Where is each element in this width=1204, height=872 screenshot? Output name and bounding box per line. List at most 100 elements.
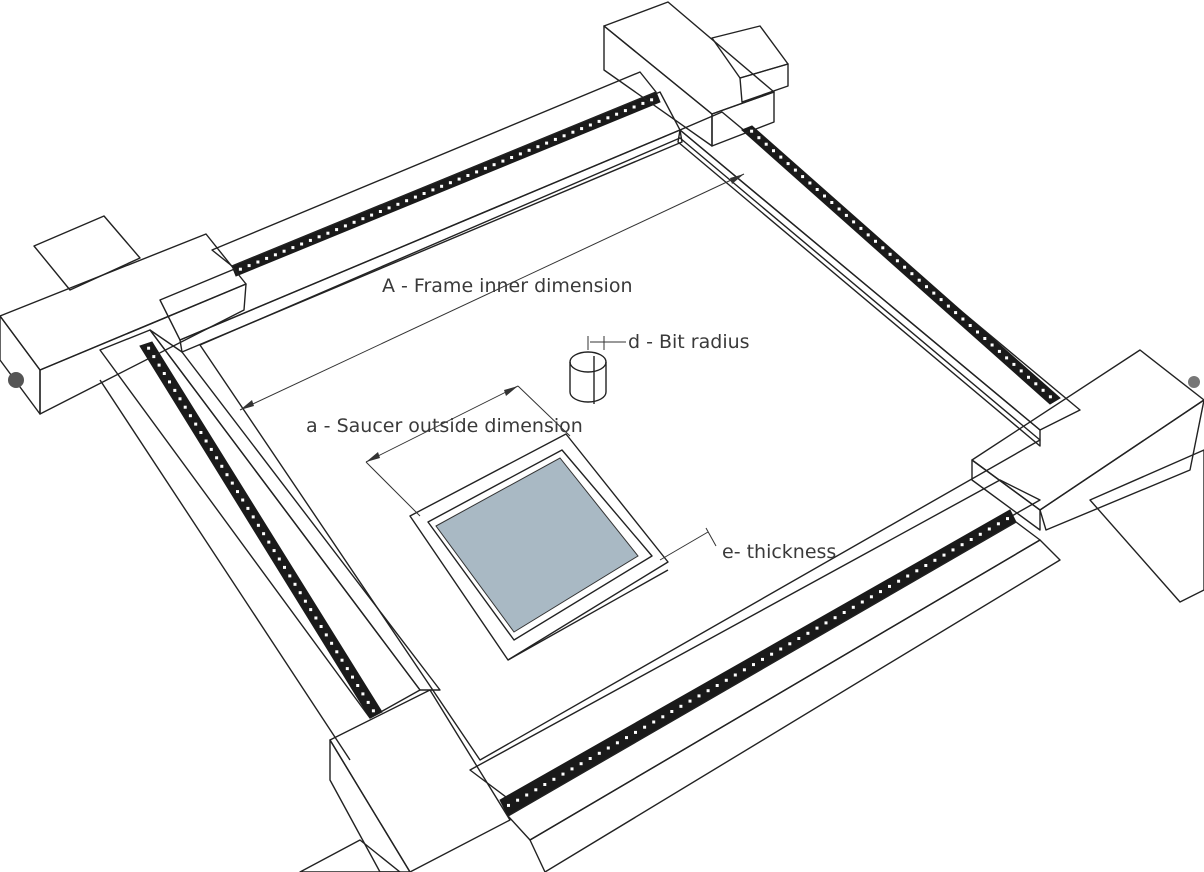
scale-tick	[319, 625, 323, 628]
right-scale-ticks	[750, 129, 1052, 399]
scale-tick	[405, 199, 409, 203]
scale-tick	[888, 252, 892, 256]
right-rail	[677, 111, 1081, 447]
scale-tick	[860, 600, 864, 604]
scale-tick	[641, 101, 645, 105]
scale-tick	[670, 710, 674, 713]
scale-tick	[579, 762, 583, 766]
scale-tick	[525, 793, 529, 797]
scale-tick	[457, 177, 461, 181]
label-saucer-outside: a - Saucer outside dimension	[306, 415, 583, 437]
scale-tick	[387, 206, 391, 210]
scale-tick	[293, 582, 297, 586]
scale-tick	[632, 105, 636, 109]
scale-tick	[801, 175, 805, 179]
label-bit-radius: d - Bit radius	[628, 331, 750, 353]
scale-tick	[291, 246, 295, 250]
saucer	[409, 433, 669, 661]
scale-tick	[1034, 382, 1038, 386]
label-frame-inner: A - Frame inner dimension	[382, 275, 633, 297]
scale-tick	[326, 231, 330, 235]
top-scale-ticks	[238, 98, 654, 271]
scale-tick	[951, 548, 955, 552]
scale-tick	[837, 207, 841, 211]
scale-tick	[650, 98, 654, 102]
scale-tick	[265, 256, 269, 260]
scale-tick	[874, 239, 877, 243]
saucer-inner-surface	[435, 457, 639, 633]
scale-tick	[932, 291, 936, 295]
scale-tick	[706, 689, 710, 693]
scale-tick	[976, 330, 979, 334]
scale-tick	[543, 783, 547, 786]
scale-tick	[309, 608, 313, 612]
scale-tick	[308, 238, 312, 242]
scale-tick	[742, 668, 746, 672]
scale-tick	[652, 720, 656, 724]
scale-tick	[997, 349, 1001, 353]
scale-tick	[623, 109, 627, 113]
scale-tick	[238, 267, 242, 271]
dimension-frame-inner	[239, 173, 745, 411]
scale-tick	[431, 188, 435, 192]
scale-tick	[808, 181, 812, 185]
scale-tick	[833, 616, 837, 620]
scale-tick	[352, 220, 356, 224]
scale-tick	[933, 558, 937, 562]
scale-tick	[225, 473, 229, 477]
dimension-bit-radius	[587, 336, 626, 350]
scale-tick	[688, 699, 692, 703]
scale-tick	[288, 574, 292, 578]
scale-tick	[552, 777, 556, 781]
scale-tick	[507, 803, 510, 807]
scale-tick	[815, 188, 819, 191]
scale-tick	[960, 543, 964, 547]
scale-tick	[939, 298, 943, 302]
scale-tick	[881, 246, 885, 250]
scale-tick	[536, 145, 540, 149]
scale-tick	[852, 220, 856, 224]
scale-tick	[345, 667, 349, 671]
scale-tick	[615, 741, 619, 745]
scale-tick	[806, 631, 810, 635]
scale-tick	[396, 202, 400, 206]
scale-tick	[897, 579, 901, 583]
scale-tick	[440, 184, 444, 188]
scale-tick	[842, 611, 846, 614]
scale-tick	[634, 730, 637, 734]
scale-tick	[247, 264, 251, 268]
scale-tick	[152, 355, 156, 359]
scale-tick	[527, 148, 531, 152]
scale-tick	[335, 650, 339, 654]
right-scale-strip	[741, 125, 1061, 405]
scale-tick	[256, 523, 260, 527]
scale-tick	[757, 136, 761, 140]
scale-tick	[147, 346, 151, 350]
scale-tick	[661, 715, 665, 719]
scale-tick	[996, 522, 1000, 526]
scale-tick	[1048, 395, 1052, 399]
scale-tick	[553, 137, 557, 141]
router-bit	[569, 351, 607, 404]
scale-tick	[987, 527, 991, 531]
scale-tick	[761, 657, 764, 661]
scale-tick	[786, 162, 790, 166]
scale-tick	[990, 343, 994, 347]
scale-tick	[561, 772, 565, 776]
scale-tick	[625, 736, 628, 740]
scale-tick	[277, 557, 281, 561]
scale-tick	[298, 591, 302, 595]
scale-tick	[1019, 369, 1023, 373]
scale-tick	[340, 658, 344, 662]
scale-tick	[370, 213, 374, 217]
scale-tick	[697, 694, 701, 698]
scale-tick	[1012, 362, 1016, 366]
label-thickness: e- thickness	[722, 541, 836, 563]
scale-tick	[343, 224, 347, 228]
scale-tick	[518, 152, 522, 156]
scale-tick	[545, 141, 549, 145]
scale-tick	[188, 414, 192, 418]
scale-tick	[256, 260, 260, 264]
scale-tick	[588, 757, 592, 760]
scale-tick	[361, 217, 365, 221]
